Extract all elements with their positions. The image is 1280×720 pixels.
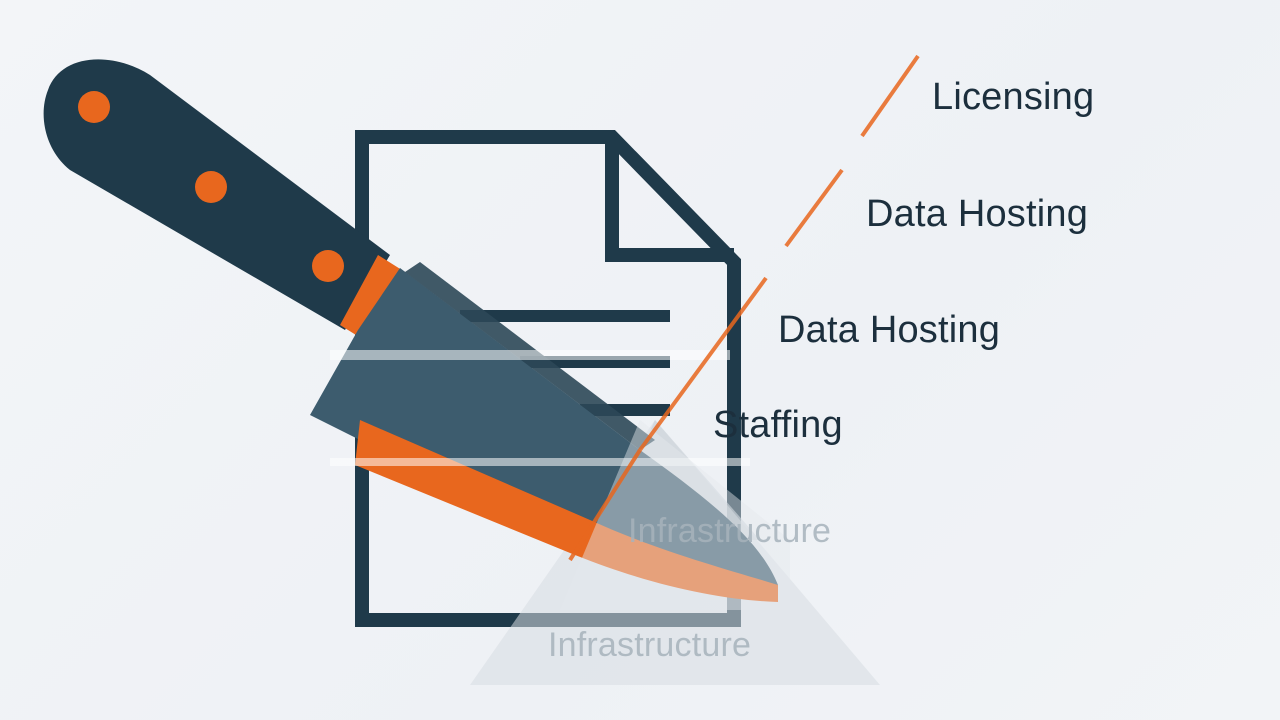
label-data-hosting-top: Data Hosting [866,193,1089,235]
knife-icon [43,59,778,602]
slash-line [568,54,920,562]
document-icon [355,130,741,627]
glass-overlay [560,420,790,610]
rivet-3 [312,250,344,282]
label-licensing: Licensing [932,76,1095,118]
rivet-2 [195,171,227,203]
rivet-1 [78,91,110,123]
label-data-hosting-middle: Data Hosting [778,309,1001,351]
label-staffing: Staffing [713,404,843,446]
label-infrastructure-lower: Infrastructure [548,626,752,664]
label-infrastructure-upper: Infrastructure [628,512,832,550]
